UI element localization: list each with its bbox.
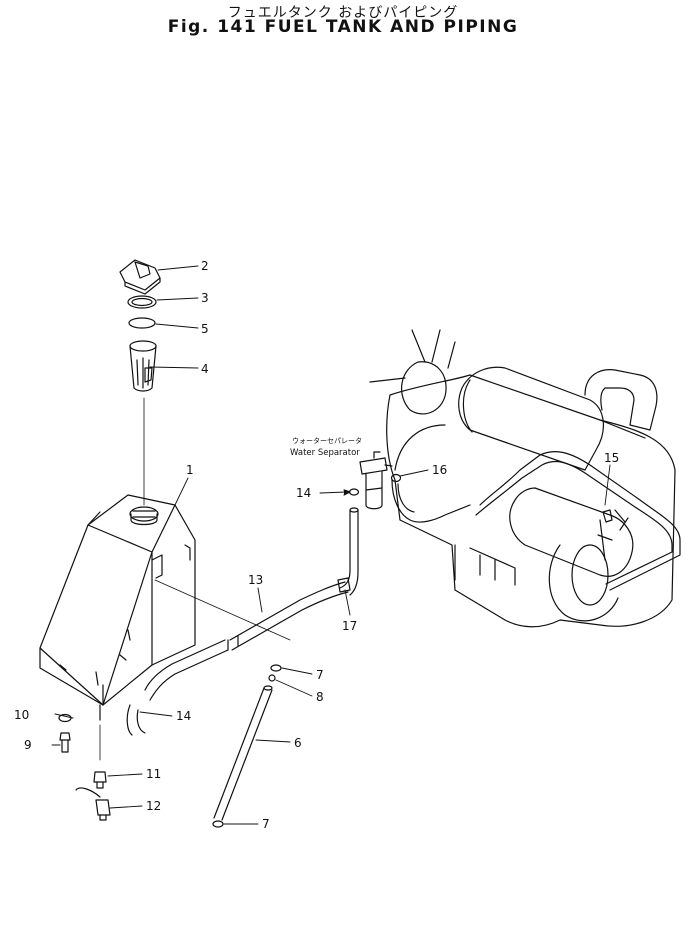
clamp xyxy=(270,664,282,672)
callout-9: 9 xyxy=(24,738,32,752)
hose-clamp xyxy=(390,473,402,483)
callout-8: 8 xyxy=(316,690,324,704)
fuel-pipe xyxy=(227,581,349,651)
callout-10: 10 xyxy=(14,708,29,722)
fuel-tank xyxy=(39,494,196,721)
engine-assembly xyxy=(369,329,676,628)
callout-7-lower: 7 xyxy=(262,817,270,831)
callout-6: 6 xyxy=(294,736,302,750)
clip xyxy=(268,674,276,682)
callout-11: 11 xyxy=(146,767,161,781)
return-pipe xyxy=(475,451,681,591)
callout-14-upper: 14 xyxy=(296,486,311,500)
water-separator-label: Water Separator xyxy=(290,448,360,458)
callout-1: 1 xyxy=(186,463,194,477)
callout-14-lower: 14 xyxy=(176,709,191,723)
figure-title-japanese: フュエルタンク およびパイピング xyxy=(227,5,459,21)
filler-cap xyxy=(119,259,161,295)
hose-clamp xyxy=(348,488,360,496)
figure-title: Fig. 141 FUEL TANK AND PIPING xyxy=(167,17,519,37)
callout-4: 4 xyxy=(201,362,209,376)
drain-valve xyxy=(93,771,107,789)
callout-16: 16 xyxy=(432,463,447,477)
callout-15: 15 xyxy=(604,451,619,465)
gasket xyxy=(127,295,157,309)
filler-strainer xyxy=(129,340,157,392)
water-separator xyxy=(359,451,393,510)
callout-3: 3 xyxy=(201,291,209,305)
callout-12: 12 xyxy=(146,799,161,813)
bolt xyxy=(59,732,71,753)
callout-17: 17 xyxy=(342,619,357,633)
callout-13: 13 xyxy=(248,573,263,587)
drain-cock xyxy=(75,787,111,821)
long-hose xyxy=(213,685,273,821)
callout-5: 5 xyxy=(201,322,209,336)
water-separator-label-japanese: ウォーターセパレータ xyxy=(292,436,362,445)
return-hose xyxy=(126,639,229,736)
callout-7-upper: 7 xyxy=(316,668,324,682)
separator-hose xyxy=(337,507,359,596)
clamp xyxy=(212,820,224,828)
feed-hose xyxy=(391,479,471,523)
o-ring xyxy=(128,317,156,329)
callout-2: 2 xyxy=(201,259,209,273)
